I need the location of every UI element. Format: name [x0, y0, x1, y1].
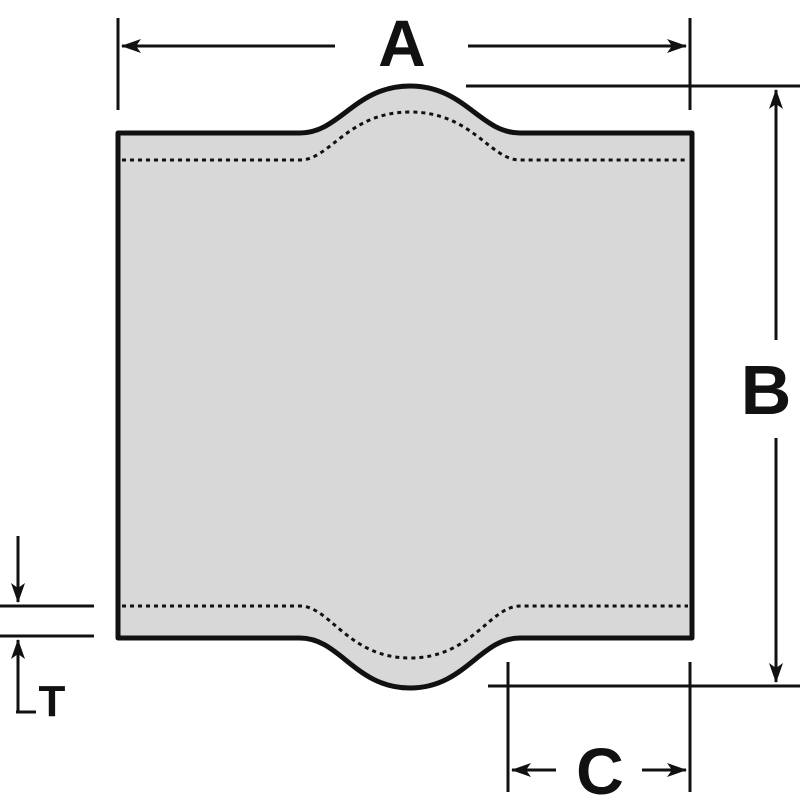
label-b: B: [741, 351, 792, 429]
dimension-t: [0, 536, 94, 714]
dimension-c: [506, 662, 692, 792]
reinforcement-line-bottom: [122, 604, 688, 660]
hose-body: [115, 83, 695, 691]
reinforcement-line-top: [122, 110, 688, 162]
label-t: T: [39, 677, 66, 726]
dimension-b: [466, 84, 800, 688]
dimension-a: [116, 18, 692, 110]
label-c: C: [576, 734, 624, 800]
label-a: A: [378, 6, 426, 80]
